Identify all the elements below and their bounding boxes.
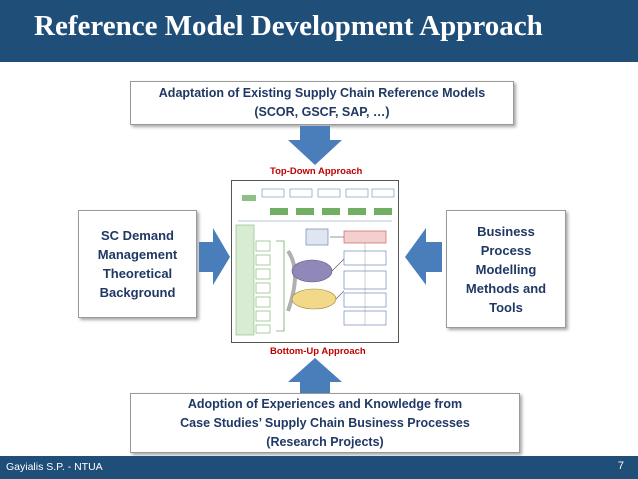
bottom-box-line-3: (Research Projects) — [266, 434, 384, 449]
right-box-line-5: Tools — [489, 299, 523, 315]
right-arrow — [199, 228, 230, 285]
top-box-line-1: Adaptation of Existing Supply Chain Refe… — [158, 86, 486, 100]
top-box-line-2: (SCOR, GSCF, SAP, …) — [254, 105, 390, 119]
left-input-box: SC Demand Management Theoretical Backgro… — [78, 210, 197, 318]
right-box-line-1: Business — [477, 223, 535, 239]
top-down-label: Top-Down Approach — [270, 166, 363, 177]
footer-author: Gayialis S.P. - NTUA — [6, 461, 103, 473]
left-box-line-1: SC Demand — [101, 228, 174, 243]
bottom-up-label: Bottom-Up Approach — [270, 346, 366, 357]
process-model-diagram-image — [232, 181, 398, 342]
top-input-box: Adaptation of Existing Supply Chain Refe… — [130, 81, 514, 125]
footer-bar: Gayialis S.P. - NTUA 7 — [0, 456, 638, 479]
left-box-line-2: Management — [97, 247, 178, 262]
left-box-line-4: Background — [99, 285, 176, 300]
page-title: Reference Model Development Approach — [34, 10, 543, 42]
bottom-box-line-2: Case Studies’ Supply Chain Business Proc… — [180, 415, 470, 430]
bottom-input-box: Adoption of Experiences and Knowledge fr… — [130, 393, 520, 453]
left-box-line-3: Theoretical — [102, 266, 173, 281]
right-input-box: Business Process Modelling Methods and T… — [446, 210, 566, 328]
process-model-diagram-thumbnail — [231, 180, 399, 343]
title-bar: Reference Model Development Approach — [0, 0, 638, 62]
right-box-line-4: Methods and — [465, 280, 547, 296]
right-box-line-3: Modelling — [475, 261, 537, 277]
down-arrow — [288, 126, 342, 165]
page-number: 7 — [617, 460, 624, 472]
up-arrow — [288, 358, 342, 394]
bottom-box-line-1: Adoption of Experiences and Knowledge fr… — [187, 396, 463, 411]
right-box-line-2: Process — [480, 242, 532, 258]
left-arrow — [405, 228, 442, 285]
